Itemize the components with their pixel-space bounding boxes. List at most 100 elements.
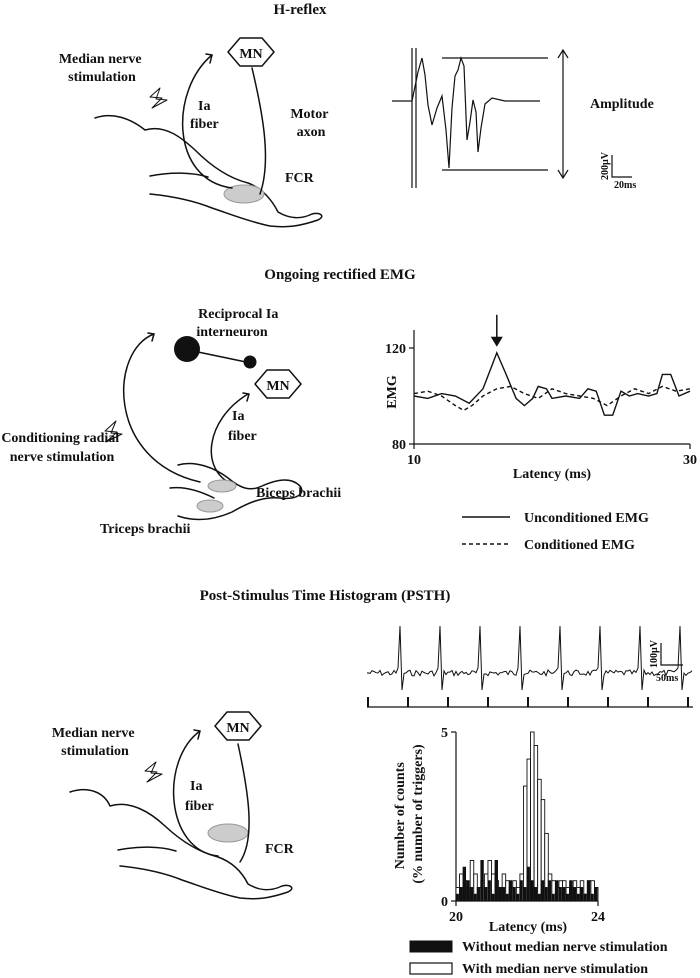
scale-bar [660,643,683,666]
bar-without-stim [498,887,502,902]
legend-black-swatch [409,940,453,953]
scale-voltage: 100µV [649,639,660,668]
bar-without-stim [508,880,513,902]
psth-chart: Number of counts (% number of triggers) … [393,726,668,977]
legend-conditioned: Conditioned EMG [524,538,635,553]
bar-with-stim [533,745,539,902]
legend-white-swatch [409,962,453,975]
bar-without-stim [480,859,484,902]
radial-nerve-path [123,333,201,483]
bar-without-stim [526,866,530,902]
peak-arrow [490,314,503,347]
interneuron-soma [174,336,200,362]
ia-fiber-path [172,730,219,857]
ia-fiber-path [181,54,233,189]
bar-without-stim [469,887,474,902]
scale-time: 50ms [656,673,678,684]
inhibitory-axon [197,351,247,363]
triceps-label: Triceps brachii [100,522,190,537]
bar-without-stim [551,893,555,902]
unconditioned-emg-line [413,350,691,416]
bar-without-stim [537,893,541,902]
bar-without-stim [554,880,559,902]
bar-without-stim [476,887,481,902]
bar-without-stim [569,880,573,902]
bar-without-stim [576,893,580,902]
hreflex-diagram: MN Median nerve stimulation Ia fiber Mot… [59,37,328,228]
mn-label: MN [266,379,289,394]
bar-with-stim [530,731,535,902]
bar-without-stim [505,893,509,902]
emg-diagram: MN Reciprocal Ia interneuron Ia fiber Co… [1,307,341,537]
interneuron-label: Reciprocal Ia interneuron [196,307,282,340]
fcr-label: FCR [265,842,295,857]
trigger-markers [367,697,693,708]
psth-x-tick-label: 24 [591,910,605,925]
mn-label: MN [239,47,262,62]
motoneuron [254,369,302,399]
bar-with-stim [537,778,542,902]
stimulation-bolt-icon [104,420,123,443]
bar-without-stim [466,880,470,902]
bar-without-stim [540,880,545,902]
biceps-label: Biceps brachii [256,486,341,501]
bar-without-stim [533,887,538,902]
unit-spike-train: 100µV 50ms [366,625,693,708]
ia-fiber-path [210,393,249,485]
bar-without-stim [512,887,516,902]
fcr-muscle [207,823,249,843]
emg-y-tick-label: 80 [392,438,406,453]
psth-y-axis-label: Number of counts (% number of triggers) [393,744,426,884]
emg-x-tick-label: 30 [683,453,697,468]
ia-fiber-label: Ia fiber [190,99,219,132]
ia-fiber-label: Ia fiber [185,779,214,814]
mn-label: MN [226,721,249,736]
psth-x-axis-label: Latency (ms) [489,920,567,935]
legend-without: Without median nerve stimulation [462,940,668,955]
bar-without-stim [494,859,498,902]
fcr-muscle [223,184,265,204]
bar-without-stim [562,887,566,902]
triceps-muscle [196,499,224,513]
bar-without-stim [583,893,587,902]
bar-without-stim [487,880,491,902]
bar-without-stim [547,880,552,902]
motor-axon-path [237,743,250,863]
scale-time: 20ms [614,180,636,191]
stimulation-bolt-icon [149,87,168,109]
emg-y-tick-label: 120 [385,342,406,357]
stimulation-label: Median nerve stimulation [52,726,138,759]
scale-voltage: 200µV [600,151,611,180]
bar-without-stim [483,887,488,902]
bar-without-stim [530,880,534,902]
psth-legend: Without median nerve stimulation With me… [409,940,668,977]
stimulation-label: Conditioning radial nerve stimulation [1,431,122,465]
bar-without-stim [586,880,591,902]
stimulation-bolt-icon [144,761,163,783]
h-reflex-waveform [392,55,540,169]
arm-outline [69,788,293,900]
legend-with: With median nerve stimulation [462,962,648,977]
conditioned-emg-line [413,385,691,412]
motor-axon-path [251,67,267,195]
h-reflex-trace: Amplitude 200µV 20ms [392,48,654,191]
bar-with-stim [523,785,528,902]
bar-without-stim [590,893,594,902]
bar-without-stim [519,880,523,902]
spike-waveform [366,625,693,691]
bar-without-stim [594,887,598,902]
psth-y-tick-label: 0 [441,895,448,910]
scale-bar [611,155,632,178]
bar-without-stim [523,887,527,902]
bar-without-stim [491,893,495,902]
bar-without-stim [455,893,459,902]
motoneuron [227,37,275,67]
psth-x-tick-label: 20 [449,910,463,925]
bar-without-stim [515,893,520,902]
hreflex-title: H-reflex [273,2,327,18]
emg-x-axis-label: Latency (ms) [513,467,591,482]
arm-outline [169,462,303,521]
motoneuron [214,711,262,741]
